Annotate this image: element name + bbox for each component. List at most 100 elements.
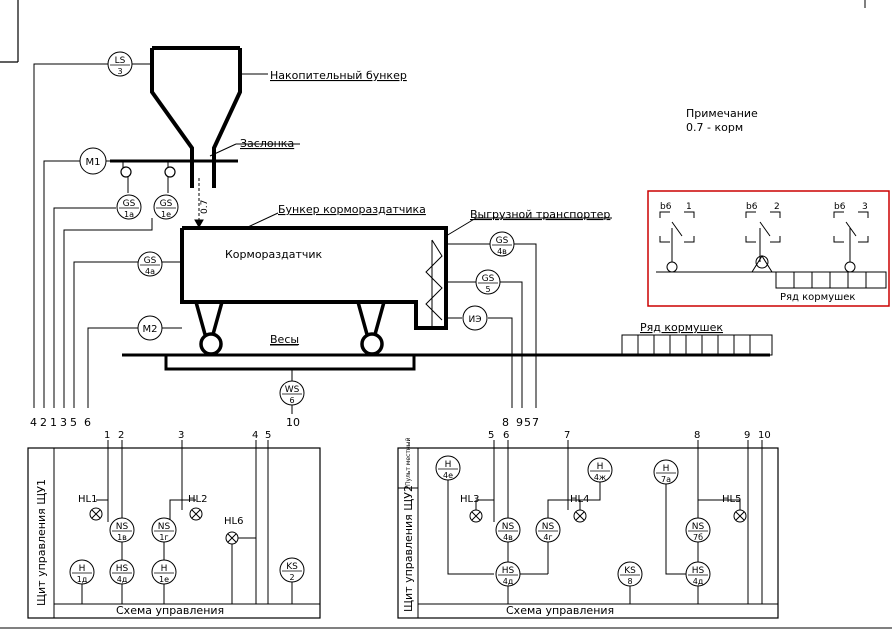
svg-text:HS: HS [116,564,129,574]
svg-text:1д: 1д [77,575,88,584]
svg-text:4е: 4е [443,471,453,480]
svg-text:HL3: HL3 [460,494,479,505]
svg-text:4: 4 [30,416,37,429]
sensor-ie: ИЭ [462,305,488,331]
unload-conveyor [425,217,612,326]
svg-text:7а: 7а [661,475,671,484]
switch-1-right: 1 [686,202,692,212]
lamp-hl5: HL5 [722,494,747,523]
sensor-gs5: GS 5 [475,269,501,295]
unload-conveyor-label: Выгрузной транспортер [470,208,610,221]
panel1-caption: Схема управления [116,604,224,617]
note-feeder-row-label: Ряд кормушек [780,292,855,303]
svg-text:LS: LS [115,56,126,66]
svg-text:NS: NS [158,522,171,532]
svg-text:3: 3 [117,67,122,76]
gate-label: Заслонка [240,137,294,150]
note-text: 0.7 - корм [686,121,743,134]
svg-text:4: 4 [252,430,258,441]
lamp-hl2: HL2 [188,494,207,521]
svg-text:H: H [161,564,168,574]
svg-text:2: 2 [118,430,124,441]
unit-ns1v: NS 1в [109,517,135,543]
unit-hs4d-b: HS 4д [685,561,711,587]
switch-2-left: b6 [746,202,758,212]
panel1-top-numbers: 1 2 3 4 5 [104,430,271,441]
svg-text:3: 3 [60,416,67,429]
gate-shaft [110,159,238,193]
unit-h7a: H 7а [653,459,679,485]
svg-text:KS: KS [624,566,636,576]
svg-text:HL2: HL2 [188,494,207,505]
feeder-row [621,334,773,356]
svg-text:4а: 4а [145,267,155,276]
svg-text:5: 5 [265,430,271,441]
svg-text:6: 6 [84,416,91,429]
svg-text:KS: KS [286,562,298,572]
scales-label: Весы [270,333,299,346]
left-bus-numbers: 4 2 1 3 5 6 [30,416,91,429]
unit-hs4d: HS 4д [109,559,135,585]
motor-m2: M2 [137,315,163,341]
svg-text:5: 5 [524,416,531,429]
note-box: b6 1 b6 2 b6 3 Ряд кормушек [647,190,890,307]
svg-text:H: H [79,564,86,574]
unit-h4zh: H 4ж [587,457,613,483]
right-bus-numbers: 8 9 5 7 [502,416,539,429]
svg-text:ИЭ: ИЭ [468,315,481,325]
svg-text:HL4: HL4 [570,494,589,505]
svg-text:1е: 1е [161,210,171,219]
svg-text:H: H [663,464,670,474]
svg-text:4в: 4в [497,247,507,256]
svg-text:HL5: HL5 [722,494,741,505]
panel2-caption: Схема управления [506,604,614,617]
panel-shu2: Пульт местный Щит управления ЩУ2 Схема у… [397,430,779,619]
svg-text:HS: HS [692,566,705,576]
svg-text:1г: 1г [159,533,168,542]
panel2-title: Щит управления ЩУ2 [402,485,415,612]
svg-text:7: 7 [532,416,539,429]
sensor-gs4a: GS 4а [137,251,163,277]
panel-shu1: Щит управления ЩУ1 Схема управления 1 2 [27,430,321,619]
right-bus-wiring [291,243,537,414]
svg-text:4ж: 4ж [594,473,606,482]
feeder-row-label: Ряд кормушек [640,321,723,334]
svg-text:5: 5 [488,430,494,441]
sensor-gs1a: GS 1а [116,194,142,220]
sensor-ws6: WS 6 [279,380,305,406]
unit-h1d: H 1д [69,559,95,585]
unit-ns1g: NS 1г [151,517,177,543]
sensor-gs4v: GS 4в [489,231,515,257]
svg-text:4д: 4д [117,575,128,584]
feed-flow-arrow [194,178,204,229]
svg-text:GS: GS [496,236,509,246]
svg-text:6: 6 [503,430,509,441]
svg-text:10: 10 [758,430,771,441]
lamp-hl3: HL3 [460,494,483,523]
svg-text:M1: M1 [86,157,101,168]
svg-text:4д: 4д [503,577,514,586]
svg-text:NS: NS [502,522,515,532]
svg-text:NS: NS [542,522,555,532]
unit-ns4g: NS 4г [535,517,561,543]
svg-text:8: 8 [627,577,632,586]
svg-text:4д: 4д [693,577,704,586]
lamp-hl6: HL6 [224,516,243,545]
svg-text:1: 1 [50,416,57,429]
svg-text:2: 2 [289,573,294,582]
unit-ns7b: NS 7б [685,517,711,543]
ws-line-number: 10 [286,416,300,429]
panel1-title: Щит управления ЩУ1 [35,479,48,606]
svg-text:1е: 1е [159,575,169,584]
svg-text:GS: GS [123,199,136,209]
svg-text:WS: WS [285,385,300,395]
sensor-ls3: LS 3 [107,51,133,77]
svg-text:4г: 4г [543,533,552,542]
svg-text:HL1: HL1 [78,494,97,505]
distributor-body [180,226,448,330]
unit-h4e: H 4е [435,455,461,481]
svg-text:2: 2 [40,416,47,429]
hopper-label: Накопительный бункер [270,69,407,82]
svg-text:HS: HS [502,566,515,576]
